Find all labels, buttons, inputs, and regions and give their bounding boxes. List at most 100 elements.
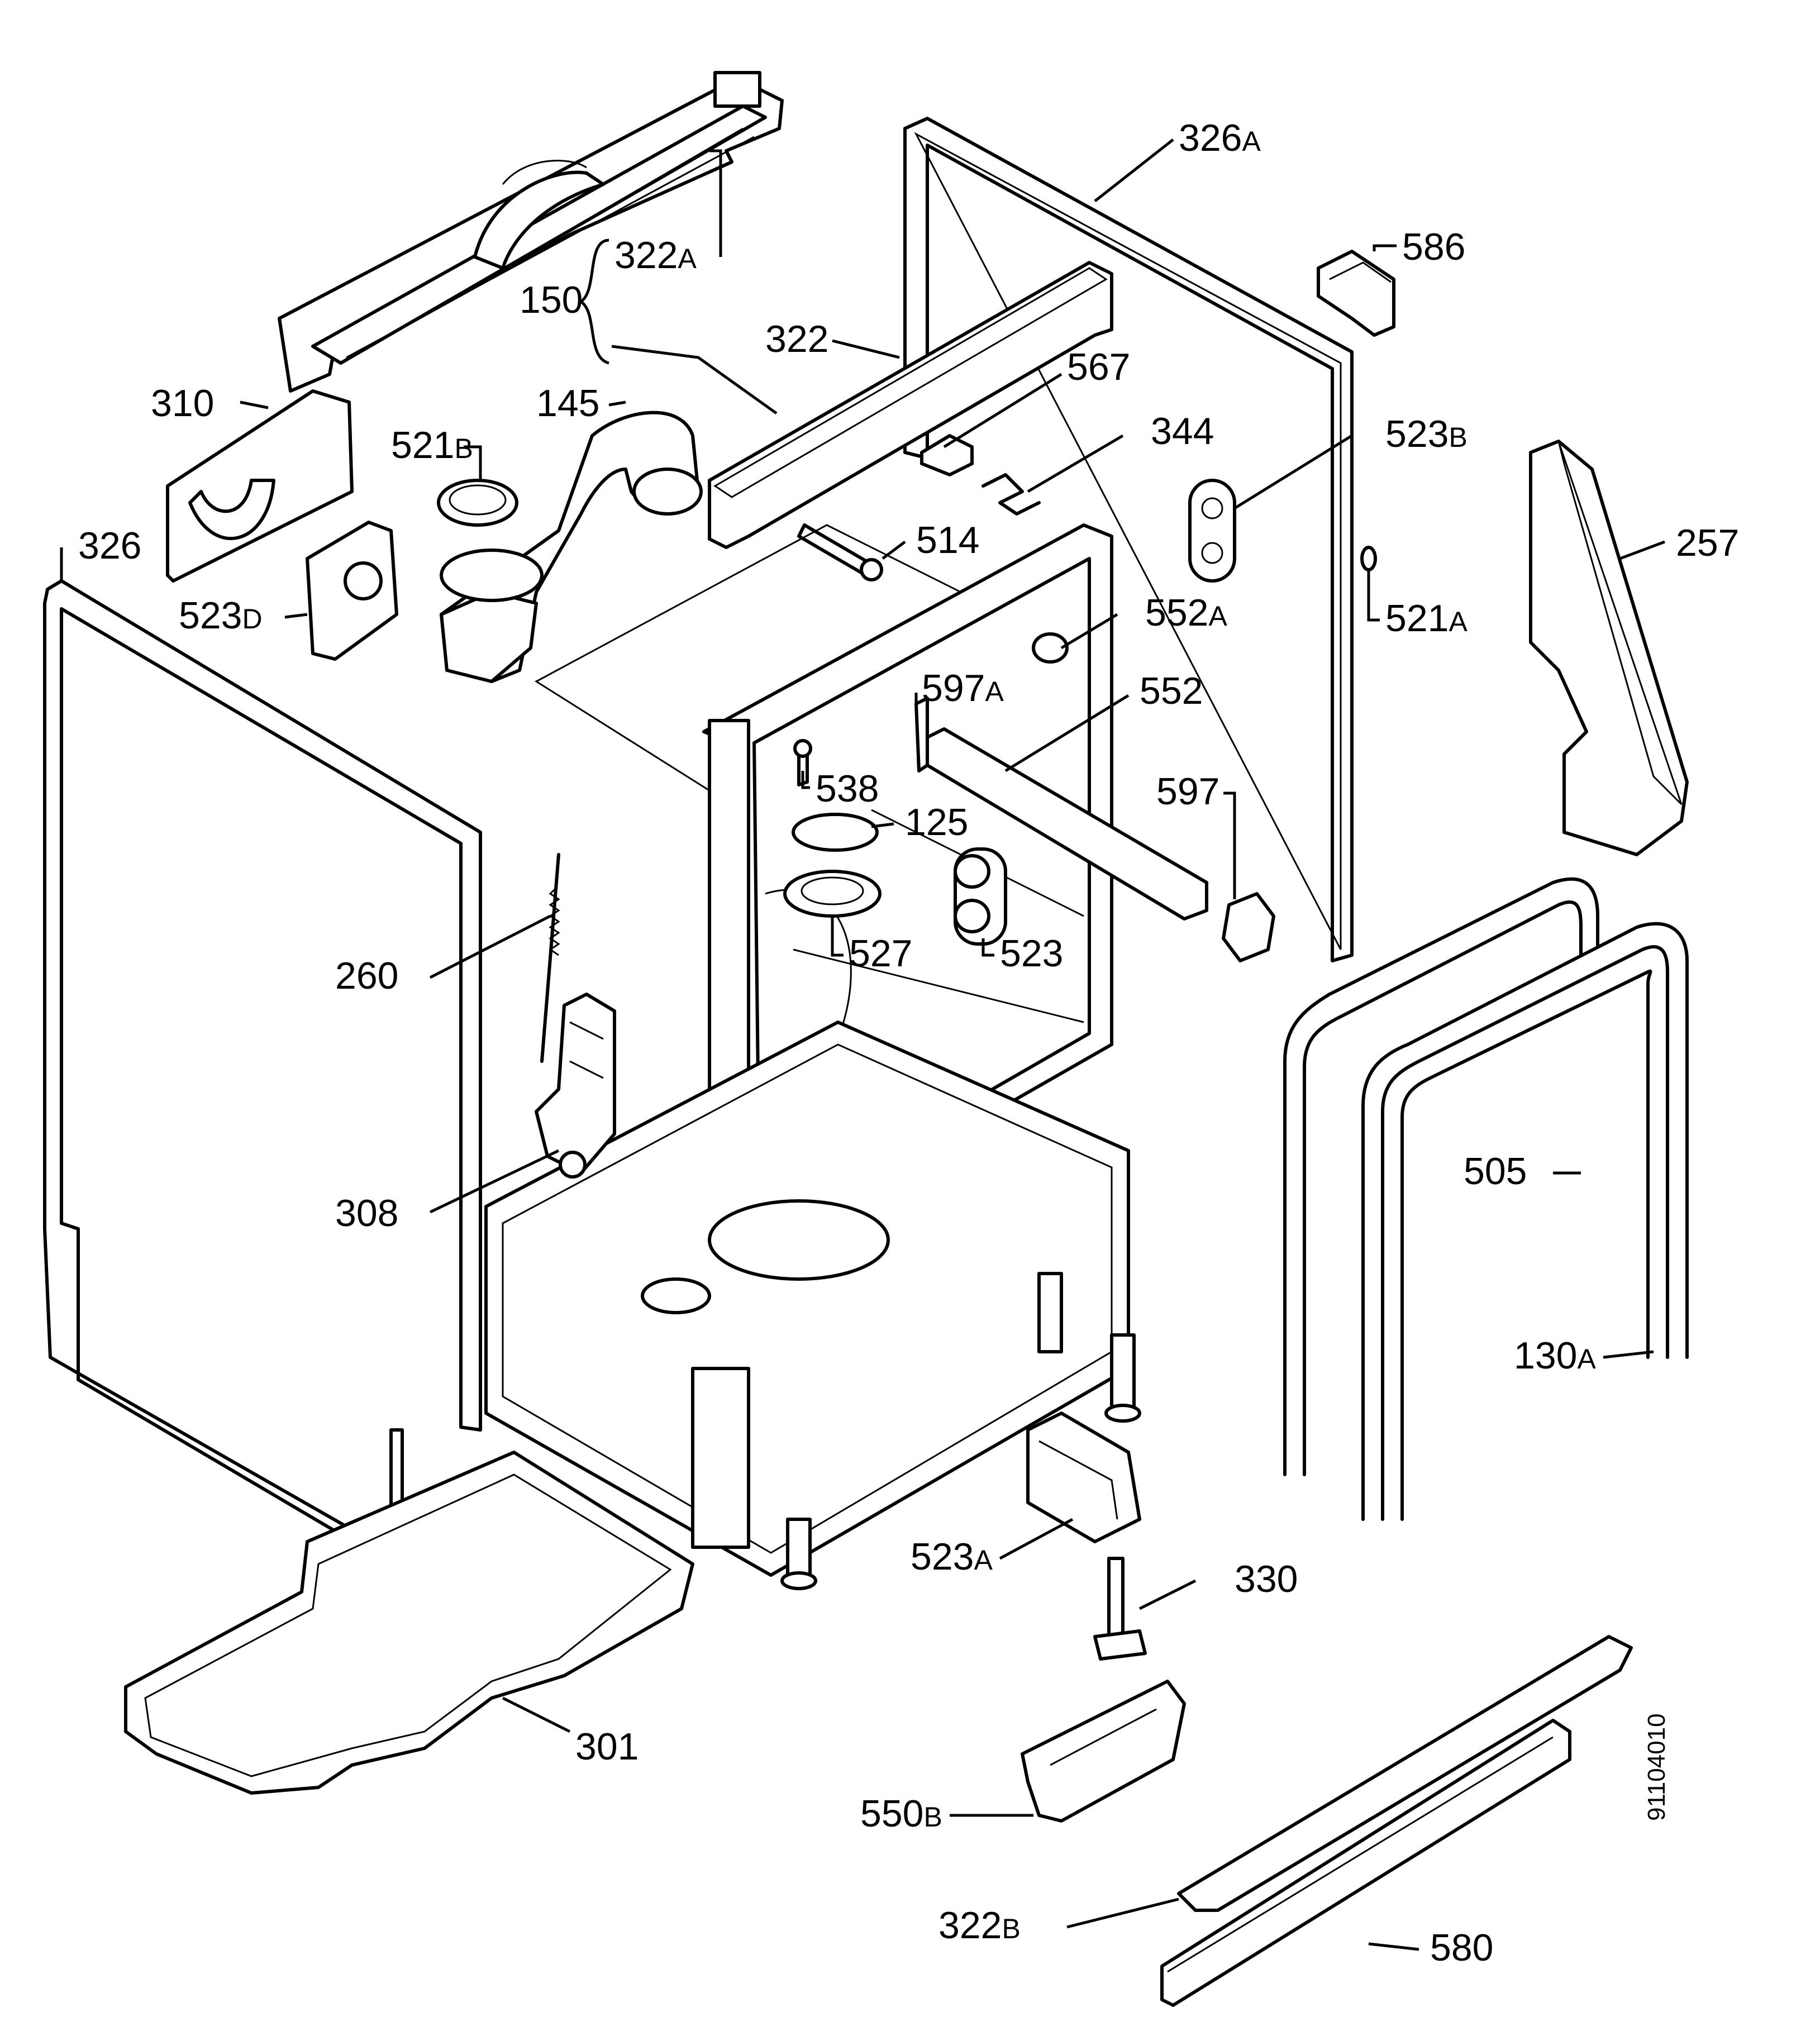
part-527-nut [783,870,882,918]
leader-301 [502,1696,571,1733]
leader-523a [999,1518,1074,1560]
leader-580 [1368,1942,1419,1951]
part-552a-stopper [1032,632,1069,664]
part-344-spring [982,473,1041,516]
label-301: 301 [575,1725,639,1768]
part-552-rail [926,727,1208,921]
label-505: 505 [1464,1150,1527,1193]
part-base-frame [484,1020,1141,1590]
part-260-spring [540,853,560,1063]
label-130a: 130A [1514,1334,1596,1377]
leader-322b [1066,1897,1179,1929]
leader-322a [709,149,722,257]
part-523a-foot-bracket [1026,1411,1141,1543]
leader-125 [871,822,894,828]
part-586-bracket [1317,250,1395,337]
label-523a: 523A [911,1535,993,1578]
label-523d: 523D [179,594,263,637]
part-330-leveling-foot [1093,1557,1147,1661]
leader-310 [240,400,269,409]
part-580-kick-plate [1160,1719,1571,2007]
part-322-cross-member [708,261,1113,549]
part-labels: 326A 586 322A 150 322 567 310 145 521B 3… [78,117,1739,1969]
leader-521a [1367,570,1380,622]
leader-527 [831,916,844,957]
part-523b-grommet [1188,479,1236,583]
leader-150 [611,345,778,415]
leader-330 [1138,1579,1197,1610]
label-527: 527 [849,932,912,975]
leader-567 [943,373,1063,449]
label-552: 552 [1140,670,1203,712]
label-538: 538 [816,767,879,810]
leader-586 [1373,244,1397,251]
part-523-double-grommet [954,847,1007,946]
label-125: 125 [905,801,968,843]
leader-538 [801,771,810,789]
label-310: 310 [151,382,214,425]
label-150: 150 [520,279,583,321]
leader-326a [1094,139,1174,202]
leader-lines [60,139,1665,1951]
label-523: 523 [1000,932,1063,975]
label-326: 326 [78,524,141,567]
label-260: 260 [335,955,398,997]
label-514: 514 [916,519,979,561]
part-257-side-panel [1529,440,1689,856]
leader-552 [1004,694,1130,772]
part-550b-bracket [1021,1680,1186,1823]
label-580: 580 [1430,1926,1493,1969]
label-521a: 521A [1385,597,1468,640]
drawing-code: 91104010 [1643,1714,1670,1821]
label-597a: 597A [922,667,1004,709]
part-145-hose [440,411,703,683]
part-514-screw [797,523,883,581]
leader-150-brace [578,239,609,365]
leader-145 [608,400,626,407]
leader-308 [429,1149,560,1214]
part-308-hinge [535,993,616,1179]
label-597: 597 [1156,770,1219,813]
leader-597 [1223,791,1236,899]
label-326a: 326A [1179,117,1261,159]
part-326-side-panel [43,579,482,1566]
part-130a-tub-seal [1361,922,1689,1521]
leader-257 [1619,540,1665,560]
part-597-clip [1222,892,1275,962]
leader-260 [429,914,551,979]
label-567: 567 [1067,346,1130,388]
label-145: 145 [536,382,599,425]
label-550b: 550B [860,1792,942,1835]
part-301-base-tray [124,1451,694,1795]
part-521a-ring [1360,546,1377,571]
part-125-o-ring [792,813,879,852]
label-330: 330 [1235,1558,1298,1600]
label-344: 344 [1151,410,1214,452]
label-521b: 521B [391,424,473,466]
label-523b: 523B [1385,413,1468,455]
part-538-screw [793,739,812,786]
leader-521b [464,445,482,480]
part-322b-rail [1177,1635,1633,1912]
part-523d-gasket-plate [306,521,398,661]
leader-344 [1027,434,1124,493]
leader-523d [284,613,308,619]
leader-514 [882,541,906,560]
part-310-cover [166,389,354,583]
leader-130a [1603,1350,1654,1359]
label-586: 586 [1402,226,1465,268]
leader-552a [1060,613,1118,650]
part-567-clip [920,434,974,476]
leader-523 [982,938,994,957]
part-322a-top-rail [278,71,784,393]
part-326a-frame-panel [903,117,1354,962]
label-322a: 322A [614,234,697,276]
label-552a: 552A [1145,592,1227,634]
leader-523b [1233,434,1353,510]
label-322b: 322B [938,1904,1021,1947]
label-308: 308 [335,1192,398,1234]
leader-322 [832,339,900,359]
label-257: 257 [1676,522,1739,564]
label-322: 322 [765,318,828,360]
